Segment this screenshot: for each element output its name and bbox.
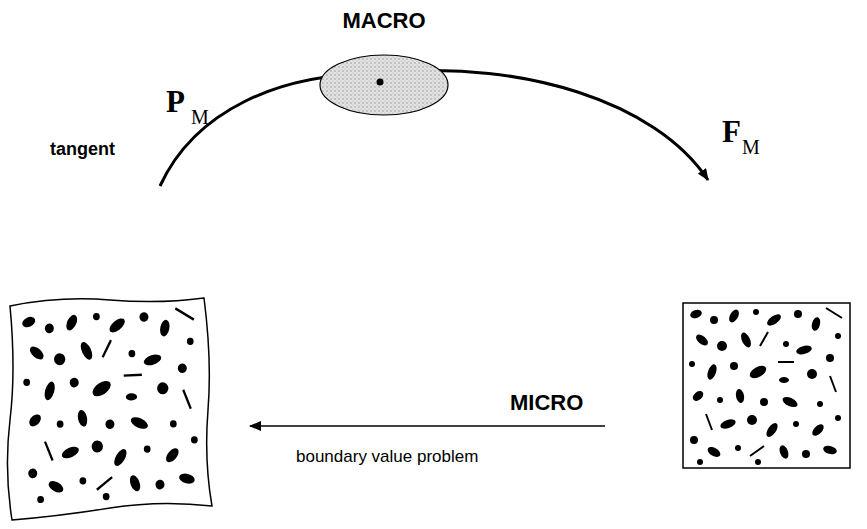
subscript: M [742, 137, 760, 157]
arrow-label: boundary value problem [296, 448, 478, 465]
deformation-symbol: F [722, 116, 741, 147]
macro-ellipse: MACRO [318, 10, 450, 118]
subscript: M [191, 107, 209, 127]
scale-heading: MICRO [510, 392, 583, 414]
tangent-label: tangent [50, 140, 115, 158]
stress-symbol: P [166, 86, 185, 117]
node-heading: MACRO [318, 10, 450, 32]
